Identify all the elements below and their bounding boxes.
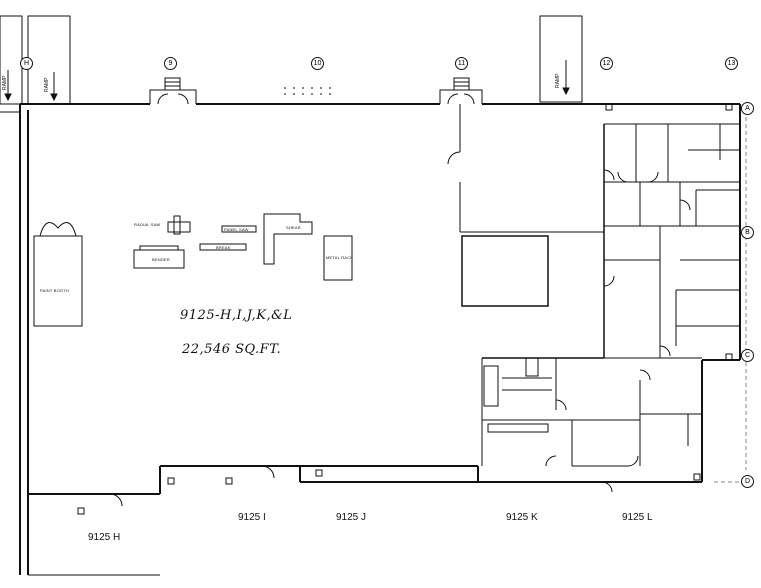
label-bender: BENDER	[152, 257, 170, 262]
equipment-break	[199, 243, 247, 251]
grid-row-d: D	[741, 475, 754, 488]
equipment-radial-saw	[167, 221, 191, 233]
grid-column-10: 10	[311, 57, 324, 70]
label-panel-saw: PANEL SAW	[224, 227, 249, 232]
label-radial-saw: RADIAL SAW	[134, 222, 161, 227]
grid-column-11: 11	[455, 57, 468, 70]
grid-column-13: 13	[725, 57, 738, 70]
label-paint-booth: PAINT BOOTH	[40, 288, 69, 293]
equipment-shear	[263, 213, 313, 265]
grid-row-c: C	[741, 349, 754, 362]
ramp-label-right: RAMP	[555, 73, 561, 88]
grid-column-left: H	[20, 57, 33, 70]
ramp-label-left-outer: RAMP	[2, 75, 8, 90]
plan-area: 22,546 SQ.FT.	[182, 342, 282, 357]
unit-label-h: 9125 H	[88, 532, 121, 543]
unit-label-j: 9125 J	[336, 512, 367, 523]
label-shear: SHEAR	[286, 225, 301, 230]
storage-room	[461, 235, 549, 307]
label-break: BREAK	[216, 245, 231, 250]
grid-row-a: A	[741, 102, 754, 115]
unit-label-k: 9125 K	[506, 512, 538, 523]
ramp-right	[539, 15, 583, 103]
unit-label-i: 9125 I	[238, 512, 266, 523]
ramp-label-left: RAMP	[44, 77, 50, 92]
unit-label-l: 9125 L	[622, 512, 653, 523]
equipment-metal-rack	[323, 235, 353, 281]
grid-row-b: B	[741, 226, 754, 239]
equipment-panel-saw	[221, 225, 257, 233]
label-metal-rack: METAL RACK	[326, 255, 354, 260]
plan-title: 9125-H,I,J,K,&L	[180, 308, 293, 323]
ramp-left-outer	[0, 15, 23, 105]
paint-booth	[33, 235, 83, 327]
grid-column-9: 9	[164, 57, 177, 70]
grid-column-12: 12	[600, 57, 613, 70]
